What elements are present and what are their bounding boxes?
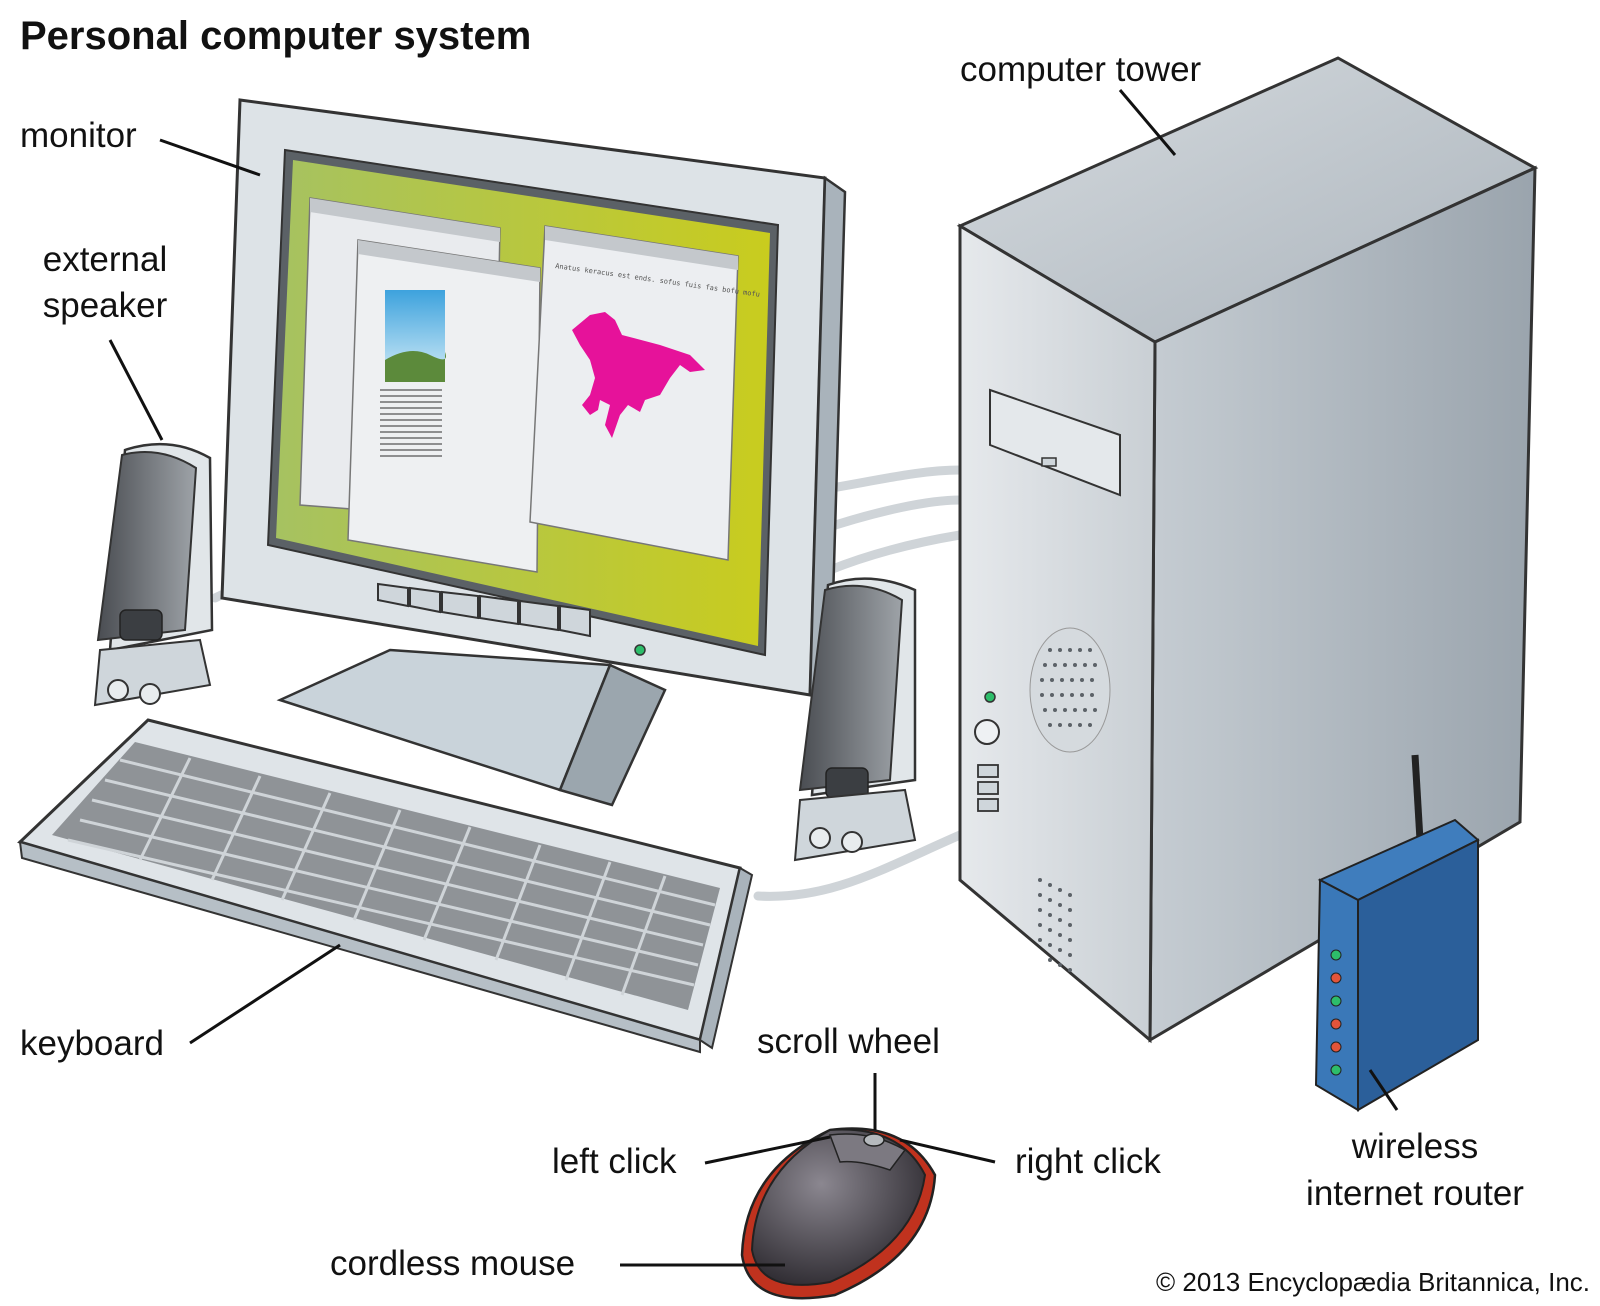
scroll-wheel-part bbox=[863, 1133, 885, 1147]
cordless-mouse-label: cordless mouse bbox=[330, 1244, 576, 1283]
tower-led bbox=[984, 691, 996, 703]
text-lines bbox=[380, 389, 442, 457]
keyboard-grid bbox=[67, 757, 716, 996]
external-speaker-label-line1: external bbox=[42, 240, 168, 279]
horse-silhouette bbox=[572, 312, 705, 438]
monitor-buttons bbox=[377, 582, 591, 638]
cordless-mouse bbox=[740, 1127, 937, 1300]
monitor: Anatus keracus est ends. sofus fuis fas … bbox=[220, 98, 847, 704]
external-speaker-label-line2: speaker bbox=[42, 286, 168, 325]
right-speaker bbox=[793, 577, 917, 862]
usb-ports bbox=[977, 764, 999, 812]
tower-power-button bbox=[974, 719, 1000, 745]
page-title: Personal computer system bbox=[20, 14, 532, 58]
wireless-router bbox=[1314, 754, 1480, 1112]
right-click-label: right click bbox=[1015, 1142, 1161, 1181]
keyboard bbox=[17, 718, 754, 1054]
scroll-wheel-label: scroll wheel bbox=[757, 1022, 940, 1061]
leader-lines bbox=[108, 89, 1399, 1267]
left-click-label: left click bbox=[552, 1142, 677, 1181]
computer-tower bbox=[956, 56, 1539, 1044]
fan-grille bbox=[1029, 627, 1111, 753]
keyboard-label: keyboard bbox=[20, 1024, 164, 1063]
router-label-line2: internet router bbox=[1306, 1174, 1524, 1213]
monitor-stand bbox=[276, 648, 667, 807]
power-led bbox=[634, 644, 646, 656]
left-speaker bbox=[93, 442, 214, 707]
copyright-credit: © 2013 Encyclopædia Britannica, Inc. bbox=[1156, 1267, 1590, 1297]
monitor-label: monitor bbox=[20, 116, 137, 155]
router-label-line1: wireless bbox=[1351, 1127, 1479, 1166]
computer-tower-label: computer tower bbox=[960, 50, 1202, 89]
